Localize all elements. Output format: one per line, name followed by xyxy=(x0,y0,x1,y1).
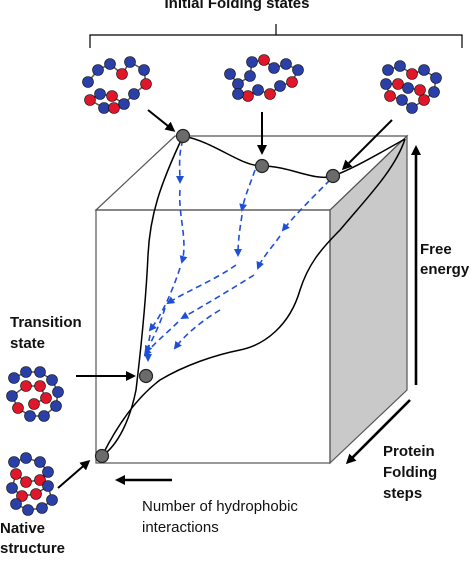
title-bracket xyxy=(89,24,463,48)
box-front-face xyxy=(95,209,331,464)
hydro-line-2: interactions xyxy=(142,519,219,536)
path-5 xyxy=(239,169,256,212)
protein-line-1: Protein xyxy=(383,443,435,460)
energy-surface xyxy=(101,135,406,457)
path-8 xyxy=(145,307,166,354)
path-2 xyxy=(178,189,188,264)
path-13 xyxy=(173,309,221,350)
path-6 xyxy=(234,214,243,257)
native-state-marker xyxy=(94,448,110,464)
path-7 xyxy=(166,264,237,305)
surface-right-edge xyxy=(101,138,406,457)
folding-paths xyxy=(143,139,331,362)
pointer-arrows xyxy=(57,109,421,489)
molecule-initial-2 xyxy=(224,54,304,102)
path-1 xyxy=(175,139,184,184)
arrow-to-native xyxy=(57,460,91,489)
surface-left-edge xyxy=(101,135,184,457)
hydro-line-1: Number of hydrophobic xyxy=(142,498,298,515)
transition-line-1: Transition xyxy=(10,314,82,331)
initial-state-marker-2 xyxy=(254,158,270,174)
path-12 xyxy=(143,321,179,357)
path-9 xyxy=(281,179,331,232)
path-3 xyxy=(148,267,181,332)
arrow-to-state-3 xyxy=(341,119,393,171)
initial-state-marker-3 xyxy=(325,168,341,184)
free-energy-line-2: energy xyxy=(420,261,470,278)
native-line-1: Native xyxy=(0,520,46,537)
free-energy-label: Free energy xyxy=(420,240,469,280)
state-markers xyxy=(94,128,341,464)
molecule-initial-1 xyxy=(82,56,152,114)
transition-state-label: Transition state xyxy=(10,312,82,354)
hydrophobic-interactions-label: Number of hydrophobic interactions xyxy=(142,496,298,538)
free-energy-line-1: Free xyxy=(420,241,452,258)
molecule-initial-3 xyxy=(380,60,442,114)
energy-box xyxy=(94,134,409,465)
arrow-to-state-1 xyxy=(147,109,176,132)
initial-folding-states-label: Initial Folding states xyxy=(164,0,310,12)
surface-top-edge xyxy=(182,135,406,178)
native-line-2: structure xyxy=(0,540,66,557)
native-structure-label: Native structure xyxy=(0,519,65,559)
protein-folding-steps-label: Protein Folding steps xyxy=(383,441,437,504)
path-10 xyxy=(256,235,281,270)
transition-line-2: state xyxy=(10,335,46,352)
molecule-transition xyxy=(6,366,64,422)
transition-state-marker xyxy=(138,368,154,384)
protein-steps-arrow xyxy=(345,399,411,465)
protein-line-3: steps xyxy=(383,485,423,502)
path-11 xyxy=(180,274,255,319)
molecule-native xyxy=(6,452,58,516)
protein-line-2: Folding xyxy=(383,464,438,481)
initial-state-marker-1 xyxy=(175,128,191,144)
